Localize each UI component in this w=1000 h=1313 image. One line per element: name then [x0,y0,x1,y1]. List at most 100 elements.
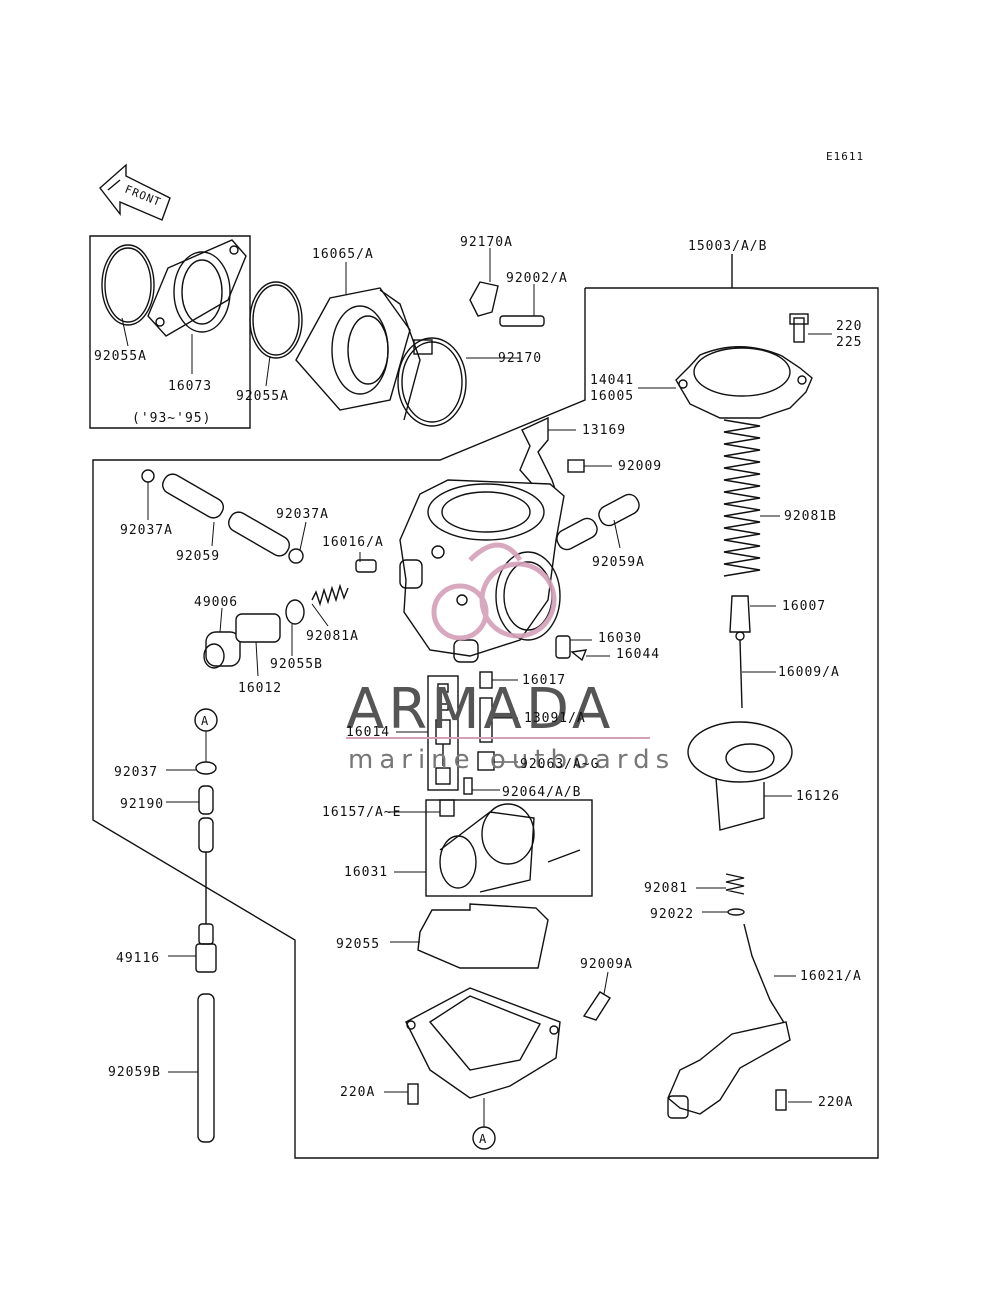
part-label[interactable]: 92055A [94,349,147,364]
front-arrow-icon [99,163,171,221]
part-label[interactable]: 92055 [336,937,380,952]
part-label[interactable]: 92055B [270,657,323,672]
o-ring-92055B [285,599,305,625]
part-label[interactable]: 15003/A/B [688,239,767,254]
screw-92009A [582,991,611,1021]
part-label[interactable]: 13091/A [524,711,586,726]
watermark-brand: ARMADA [346,677,614,742]
part-label[interactable]: 16014 [346,725,390,740]
tube-92059B [197,993,215,1143]
part-label[interactable]: 16016/A [322,535,384,550]
fitting-49116 [195,923,217,973]
jet-needle-16009A [739,639,743,709]
throttle-cable-16021A [667,923,791,1119]
diagram-code: E1611 [826,150,864,163]
part-label[interactable]: 220 [836,319,862,334]
emulsion-13091A [479,697,493,743]
part-label[interactable]: 16044 [616,647,660,662]
needle-holder-16007 [729,595,751,633]
part-label[interactable]: 92037A [276,507,329,522]
gasket-92055 [417,903,549,969]
watermark: ARMADA marine outboards [346,542,675,775]
part-label[interactable]: 16157/A~E [322,805,401,820]
spring-92081 [725,873,745,895]
screw-92002A [499,315,545,327]
clip-92037A-right [288,548,304,564]
part-label[interactable]: 16012 [238,681,282,696]
part-label[interactable]: 16009/A [778,665,840,680]
clamp-92170 [397,337,467,427]
part-label[interactable]: 92002/A [506,271,568,286]
part-label[interactable]: 16005 [590,389,634,404]
sub-box-93-95 [89,235,251,429]
washer-92022 [727,908,745,916]
fitting-16012 [235,613,281,643]
tube-92059 [162,473,290,557]
watermark-logo-icon [431,542,557,641]
part-label[interactable]: 92037 [114,765,158,780]
part-label[interactable]: 16073 [168,379,212,394]
plug-92064 [463,777,473,795]
tube-92059A [556,493,640,551]
part-label[interactable]: 92081A [306,629,359,644]
part-label[interactable]: 220A [818,1095,853,1110]
part-label[interactable]: 92059B [108,1065,161,1080]
part-label[interactable]: 16021/A [800,969,862,984]
part-label[interactable]: 16030 [598,631,642,646]
part-label[interactable]: 92059A [592,555,645,570]
part-label[interactable]: 92009 [618,459,662,474]
part-label[interactable]: 49116 [116,951,160,966]
part-label[interactable]: 92170 [498,351,542,366]
callout-marker-bottom-label: A [479,1132,487,1146]
part-label[interactable]: 92064/A/B [502,785,581,800]
diaphragm-16126 [687,721,793,831]
main-jet-92063 [477,751,495,771]
part-label[interactable]: 49006 [194,595,238,610]
part-label[interactable]: 92059 [176,549,220,564]
part-label[interactable]: 92170A [460,235,513,250]
watermark-tagline: marine outboards [348,745,675,775]
part-label[interactable]: 92022 [650,907,694,922]
assembly-outline-left [92,287,879,1159]
intake-holder-16065A [295,287,421,421]
part-label[interactable]: 92063/A~G [520,757,599,772]
screw-220 [793,317,805,343]
part-label[interactable]: 14041 [590,373,634,388]
carburetor-body [399,479,565,663]
part-label[interactable]: 16031 [344,865,388,880]
cap-49006 [203,631,241,669]
tube-92190-lower [198,817,214,853]
part-label[interactable]: 16017 [522,673,566,688]
spring-92081A [311,583,349,607]
part-label[interactable]: 92081B [784,509,837,524]
part-label[interactable]: 16007 [782,599,826,614]
part-label[interactable]: 225 [836,335,862,350]
o-ring-92055A-mid [249,281,303,359]
part-label[interactable]: 13169 [582,423,626,438]
clip-16044 [570,649,588,662]
leader-lines [121,248,832,1127]
screw-16016A [355,559,377,573]
top-cover-14041 [675,346,813,419]
part-label[interactable]: 92190 [120,797,164,812]
part-label[interactable]: 92009A [580,957,633,972]
part-label[interactable]: 92037A [120,523,173,538]
choke-16031 [439,803,581,893]
o-ring-92055A-left [101,244,155,326]
part-label[interactable]: 92081 [644,881,688,896]
screw-220A-left [407,1083,419,1105]
bracket-92170A [469,281,499,317]
tube-92190-upper [198,785,214,815]
year-note: ('93~'95) [132,411,211,426]
part-label[interactable]: 16126 [796,789,840,804]
part-label[interactable]: 92055A [236,389,289,404]
callout-marker-top-label: A [201,714,209,728]
pilot-16030 [555,635,571,659]
spring-92081B [723,419,761,577]
sub-box-16031 [425,799,593,897]
part-label[interactable]: 220A [340,1085,375,1100]
screw-220A-right [775,1089,787,1111]
part-label[interactable]: 16065/A [312,247,374,262]
